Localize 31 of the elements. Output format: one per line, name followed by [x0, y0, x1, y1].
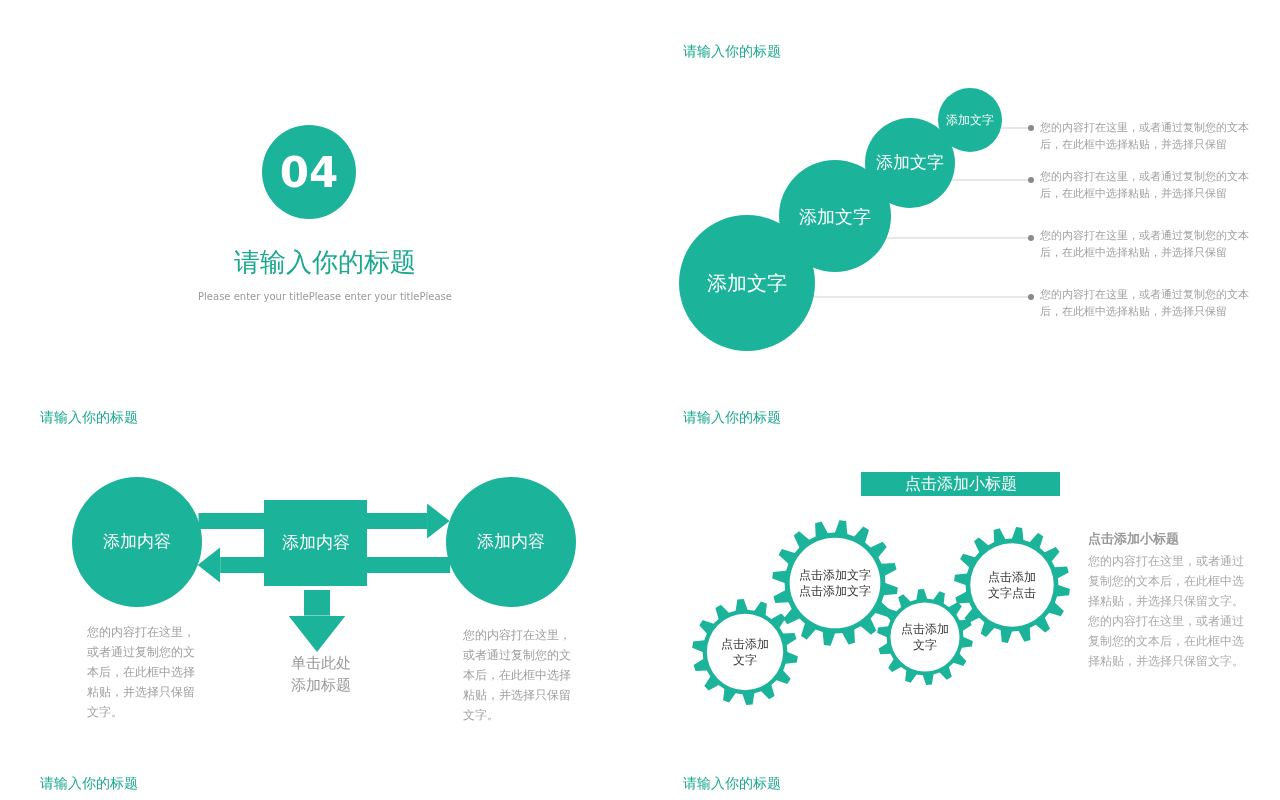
slide-title: 请输入你的标题: [40, 774, 139, 793]
slide-title: 请输入你的标题: [40, 408, 139, 427]
description-text: 您的内容打在这里，或者通过复制您的文本后，在此框中选择粘贴，并选择只保留: [1040, 286, 1250, 320]
description-text: 您的内容打在这里，或者通过复制您的文本后，在此框中选择粘贴，并选择只保留: [1040, 227, 1250, 261]
connector-line: [198, 513, 264, 529]
connector-line: [886, 235, 1034, 241]
connector-line: [1000, 125, 1034, 131]
process-box: 添加内容: [264, 500, 367, 586]
slide-title: 请输入你的标题: [683, 408, 782, 427]
gear-node: 点击添加文字: [692, 599, 798, 705]
process-box: 点击添加小标题: [861, 472, 1060, 496]
description-text: 单击此处添加标题: [288, 652, 354, 696]
gear-node: 点击添加文字点击: [954, 527, 1070, 643]
connector-line: [197, 547, 264, 583]
slide-title: 请输入你的标题: [233, 246, 417, 279]
description-text: 您的内容打在这里，或者通过复制您的文本后，在此框中选择粘贴，并选择只保留文字。: [463, 627, 572, 724]
subtitle-text: 您的内容打在这里，或者通过复制您的文本后，在此框中选择粘贴，并选择只保留文字。您的内容打在这里，或者通过复制您的文本后，在此框中选择粘贴，并选择只保留文字。: [1088, 553, 1245, 670]
connector-line: [951, 177, 1034, 183]
slide-title: 请输入你的标题: [683, 774, 782, 793]
description-text: 您的内容打在这里，或者通过复制您的文本后，在此框中选择粘贴，并选择只保留: [1040, 119, 1250, 153]
connector-line: [813, 294, 1034, 300]
gear-node: 点击添加文字点击添加文字: [772, 520, 898, 646]
subheading: 点击添加小标题: [1088, 530, 1180, 548]
description-text: 您的内容打在这里，或者通过复制您的文本后，在此框中选择粘贴，并选择只保留文字。: [87, 624, 196, 721]
connector-line: [367, 557, 451, 573]
description-text: 您的内容打在这里，或者通过复制您的文本后，在此框中选择粘贴，并选择只保留: [1040, 168, 1250, 202]
gear-node: 点击添加文字: [877, 589, 973, 685]
slide-title: 请输入你的标题: [683, 42, 782, 61]
connector-line: [367, 503, 450, 539]
connector-line: [288, 590, 346, 652]
subtitle-text: Please enter your titlePlease enter your titlePlease: [197, 290, 453, 304]
